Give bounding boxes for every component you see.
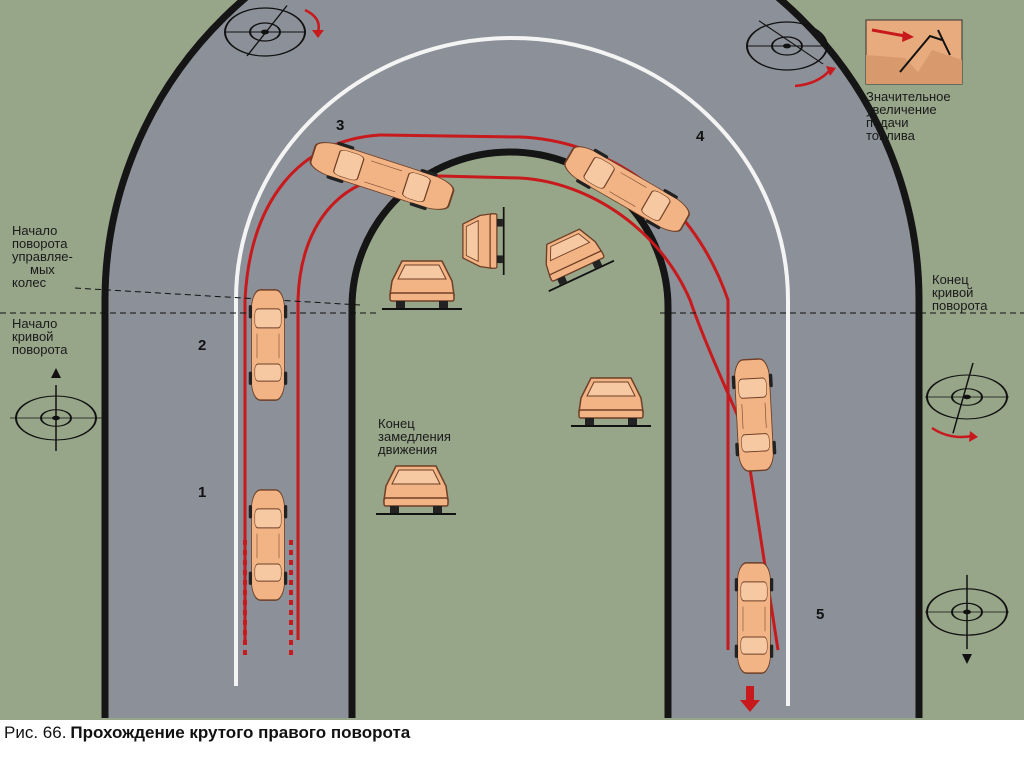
rotation-arrow-icon bbox=[794, 69, 831, 88]
label-wheels-turn-start: Начало поворота управляе- мых колес bbox=[12, 223, 73, 290]
position-number: 2 bbox=[198, 337, 206, 354]
arrow-down-icon bbox=[962, 654, 972, 664]
car-icon bbox=[734, 562, 774, 674]
svg-text:Начало: Начало bbox=[12, 223, 57, 238]
svg-text:движения: движения bbox=[378, 442, 437, 457]
svg-text:колес: колес bbox=[12, 275, 47, 290]
trajectory-right bbox=[296, 173, 780, 651]
car-icon bbox=[248, 489, 288, 601]
position-number: 3 bbox=[336, 117, 344, 134]
svg-text:поворота: поворота bbox=[12, 342, 68, 357]
label-decel-end: Конец замедления движения bbox=[378, 416, 451, 457]
svg-text:увеличение: увеличение bbox=[866, 102, 937, 117]
rotation-arrow-icon bbox=[931, 426, 973, 439]
position-number: 1 bbox=[198, 484, 206, 501]
accelerator-pedal-icon bbox=[865, 19, 963, 85]
svg-text:Значительное: Значительное bbox=[866, 89, 951, 104]
svg-text:поворота: поворота bbox=[932, 298, 988, 313]
svg-text:замедления: замедления bbox=[378, 429, 451, 444]
svg-text:мых: мых bbox=[30, 262, 55, 277]
svg-text:кривой: кривой bbox=[12, 329, 53, 344]
svg-text:поворота: поворота bbox=[12, 236, 68, 251]
svg-text:управляе-: управляе- bbox=[12, 249, 73, 264]
svg-text:Конец: Конец bbox=[378, 416, 415, 431]
caption-title: Прохождение крутого правого поворота bbox=[70, 723, 411, 742]
steering-wheel-icon bbox=[925, 574, 1009, 650]
svg-text:кривой: кривой bbox=[932, 285, 973, 300]
steering-wheel-icon bbox=[10, 384, 102, 452]
lane-line bbox=[234, 36, 790, 706]
steering-wheel-icon bbox=[746, 20, 828, 71]
svg-text:подачи: подачи bbox=[866, 115, 909, 130]
car-icon bbox=[248, 289, 288, 401]
steering-wheel-icon bbox=[224, 5, 306, 57]
arrowhead-icon bbox=[312, 30, 324, 38]
arrow-up-icon bbox=[51, 368, 61, 378]
position-number: 4 bbox=[696, 128, 705, 145]
svg-text:Конец: Конец bbox=[932, 272, 969, 287]
label-curve-start: Начало кривой поворота bbox=[12, 316, 68, 357]
steering-wheel-icon bbox=[925, 362, 1009, 434]
label-throttle: Значительное увеличение подачи топлива bbox=[866, 89, 951, 143]
svg-text:Начало: Начало bbox=[12, 316, 57, 331]
wheels-turn-start-line bbox=[74, 287, 361, 306]
caption-prefix: Рис. 66. bbox=[4, 723, 67, 742]
label-curve-end: Конец кривой поворота bbox=[932, 272, 988, 313]
arrowhead-icon bbox=[826, 66, 836, 76]
svg-text:топлива: топлива bbox=[866, 128, 916, 143]
figure-caption: Рис. 66.Прохождение крутого правого пово… bbox=[4, 723, 410, 743]
road-outer-edge bbox=[101, 0, 923, 718]
red-arrow-icon bbox=[740, 686, 760, 712]
position-number: 5 bbox=[816, 606, 824, 623]
rotation-arrow-icon bbox=[304, 8, 320, 33]
arrowhead-icon bbox=[969, 431, 978, 442]
car-icon bbox=[730, 357, 778, 473]
road bbox=[105, 0, 919, 718]
